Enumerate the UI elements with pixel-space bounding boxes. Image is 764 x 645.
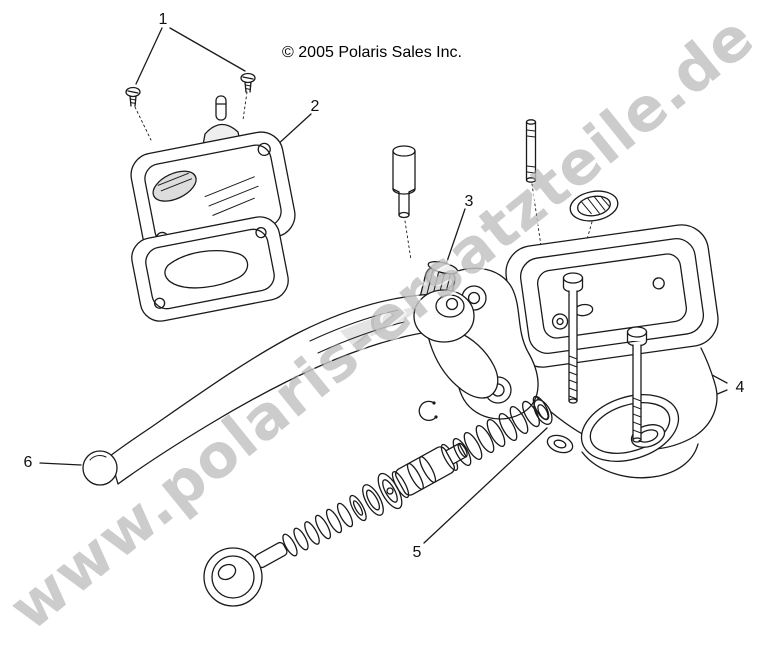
spring-small bbox=[282, 502, 354, 557]
assembly-guide-lines bbox=[134, 91, 593, 261]
lever-ball-end bbox=[82, 450, 118, 486]
callout-3: 3 bbox=[465, 193, 474, 210]
callout-5: 5 bbox=[413, 544, 422, 561]
push-rod bbox=[392, 145, 416, 219]
pushrod-knob bbox=[203, 541, 288, 607]
reservoir-cap bbox=[569, 190, 619, 222]
lever-lower-arm bbox=[427, 331, 499, 399]
callout-4: 4 bbox=[736, 379, 745, 396]
cover-screw-left bbox=[125, 86, 141, 107]
cover-screws bbox=[125, 72, 256, 107]
circlip bbox=[418, 400, 438, 421]
callout-1: 1 bbox=[159, 11, 168, 28]
master-cylinder-body bbox=[505, 224, 719, 479]
callout-2: 2 bbox=[311, 98, 320, 115]
pivot-pin bbox=[525, 119, 537, 183]
seal-washer bbox=[349, 494, 367, 522]
brake-lever bbox=[82, 289, 499, 486]
cover-gasket bbox=[131, 216, 289, 322]
callout-numbers: 1 2 3 4 5 6 bbox=[24, 11, 745, 561]
clamp-bolt-right bbox=[626, 326, 648, 443]
secondary-cup bbox=[377, 472, 403, 510]
cover-screw-right bbox=[240, 72, 256, 93]
piston-assembly bbox=[203, 395, 550, 607]
primary-cup bbox=[362, 484, 384, 516]
copyright-text: © 2005 Polaris Sales Inc. bbox=[282, 44, 462, 61]
return-spring bbox=[452, 395, 550, 467]
callout-6: 6 bbox=[24, 454, 33, 471]
piston bbox=[391, 442, 468, 499]
clamp-bolt-left bbox=[562, 272, 584, 404]
clamp-bolts bbox=[562, 272, 648, 443]
